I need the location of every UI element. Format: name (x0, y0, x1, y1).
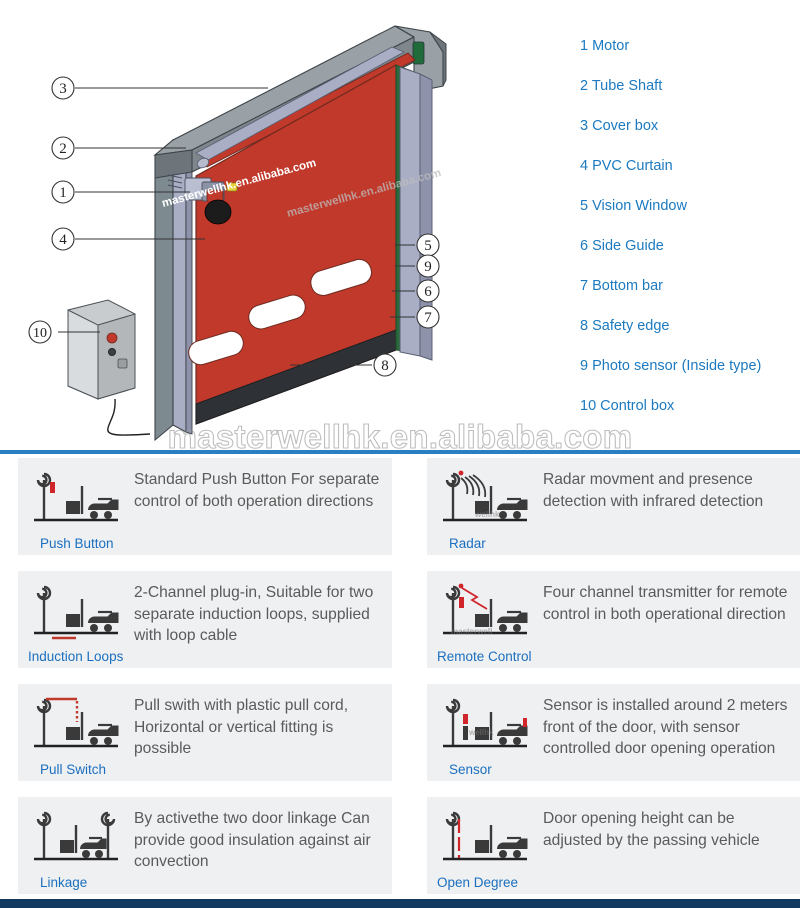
callout-10: 10 (28, 320, 52, 344)
feature-card-open-degree[interactable]: Open Degree Door opening height can be a… (427, 797, 800, 894)
cover-box-left-end (154, 149, 193, 179)
left-frame-face (154, 138, 174, 442)
legend-item-7: 7 Bottom bar (580, 277, 664, 294)
svg-text:8: 8 (381, 358, 389, 374)
induction-loops-icon (34, 585, 119, 640)
tube-shaft-end (196, 157, 210, 169)
top-section: 3 2 1 4 10 5 9 6 (0, 0, 800, 450)
card-desc-linkage: By activethe two door linkage Can provid… (134, 810, 371, 870)
feature-card-remote-control[interactable]: masterwell Remote Control Four channel t… (427, 571, 800, 668)
card-row-2: Induction Loops 2-Channel plug-in, Suita… (0, 571, 800, 684)
legend-item-9: 9 Photo sensor (Inside type) (580, 357, 762, 374)
legend-item-4: 4 PVC Curtain (580, 157, 673, 174)
callout-8: 8 (373, 353, 397, 377)
divider-bottom (0, 899, 800, 908)
legend-item-1: 1 Motor (580, 37, 630, 54)
svg-text:3: 3 (59, 81, 67, 97)
radar-icon (443, 470, 528, 522)
pull-switch-icon (34, 697, 119, 748)
push-button-icon-wrap: Push Button (18, 458, 130, 555)
legend-item-6: 6 Side Guide (580, 237, 664, 254)
callout-1: 1 (51, 180, 75, 204)
card-desc-pull-switch: Pull swith with plastic pull cord, Horiz… (134, 697, 349, 757)
legend-item-5: 5 Vision Window (580, 197, 687, 214)
svg-text:1: 1 (59, 185, 67, 201)
callout-7: 7 (416, 305, 440, 329)
card-desc-push-button: Standard Push Button For separate contro… (134, 471, 380, 510)
legend-item-10: 10 Control box (580, 397, 675, 414)
svg-text:2: 2 (59, 141, 67, 157)
callout-3: 3 (51, 76, 75, 100)
callout-6: 6 (416, 279, 440, 303)
card-label-radar: Radar (449, 536, 486, 551)
card-desc-remote-control: Four channel transmitter for remote cont… (543, 584, 788, 623)
remote-control-icon (443, 583, 528, 635)
feature-card-induction-loops[interactable]: Induction Loops 2-Channel plug-in, Suita… (18, 571, 392, 668)
feature-cards-grid: Push Button Standard Push Button For sep… (0, 458, 800, 899)
divider-top (0, 450, 800, 454)
card-desc-open-degree: Door opening height can be adjusted by t… (543, 810, 760, 849)
callout-4: 4 (51, 227, 75, 251)
pull-switch-icon-wrap: Pull Switch (18, 684, 130, 781)
tube-shaft-bracket (195, 46, 406, 161)
legend-item-3: 3 Cover box (580, 117, 659, 134)
cover-box-cap-side (429, 31, 447, 87)
control-box (67, 299, 151, 436)
remote-control-icon-wrap: masterwell Remote Control (427, 571, 539, 668)
feature-card-push-button[interactable]: Push Button Standard Push Button For sep… (18, 458, 392, 555)
svg-text:9: 9 (424, 259, 432, 275)
card-desc-radar: Radar movment and presence detection wit… (543, 471, 764, 510)
card-label-linkage: Linkage (40, 875, 88, 890)
linkage-icon-wrap: Linkage (18, 797, 130, 894)
card-desc-sensor: Sensor is installed around 2 meters fron… (543, 697, 788, 757)
roller-door-illustration: 3 2 1 4 10 5 9 6 (28, 25, 447, 442)
linkage-icon (34, 811, 118, 861)
callout-leader-lines (58, 87, 415, 366)
legend-item-8: 8 Safety edge (580, 317, 670, 334)
parts-legend: 1 Motor 2 Tube Shaft 3 Cover box 4 PVC C… (580, 26, 800, 426)
vision-window-middle (248, 294, 306, 330)
vision-window-bottom (188, 330, 244, 366)
feature-card-sensor[interactable]: wellhk Sensor Sensor is installed around… (427, 684, 800, 781)
roller-door-diagram: 3 2 1 4 10 5 9 6 (0, 0, 570, 450)
card-label-open-degree: Open Degree (437, 875, 519, 890)
card-desc-induction-loops: 2-Channel plug-in, Suitable for two sepa… (134, 584, 374, 644)
open-degree-icon-wrap: Open Degree (427, 797, 539, 894)
feature-card-radar[interactable]: wellhk Radar Radar movment and presence … (427, 458, 800, 555)
svg-text:4: 4 (59, 232, 67, 248)
card-row-4: Linkage By activethe two door linkage Ca… (0, 797, 800, 908)
callout-markers: 3 2 1 4 10 5 9 6 (28, 76, 440, 377)
card-label-sensor: Sensor (449, 762, 492, 777)
card-label-push-button: Push Button (40, 536, 114, 551)
sensor-icon (443, 698, 528, 748)
card-label-pull-switch: Pull Switch (40, 762, 107, 777)
radar-icon-wrap: wellhk Radar (427, 458, 539, 555)
callout-9: 9 (416, 254, 440, 278)
callout-5: 5 (416, 233, 440, 257)
left-side-guide (172, 139, 187, 433)
svg-text:5: 5 (424, 238, 432, 254)
card-label-remote-control: Remote Control (437, 649, 532, 664)
feature-card-linkage[interactable]: Linkage By activethe two door linkage Ca… (18, 797, 392, 894)
feature-card-pull-switch[interactable]: Pull Switch Pull swith with plastic pull… (18, 684, 392, 781)
motor-assembly (167, 174, 238, 225)
open-degree-icon (443, 811, 528, 861)
sensor-icon-wrap: wellhk Sensor (427, 684, 539, 781)
callout-2: 2 (51, 136, 75, 160)
right-side-guide (399, 66, 421, 357)
svg-text:6: 6 (424, 284, 432, 300)
card-row-3: Pull Switch Pull swith with plastic pull… (0, 684, 800, 797)
motor-end-plate (412, 41, 425, 65)
legend-item-2: 2 Tube Shaft (580, 77, 663, 94)
induction-loops-icon-wrap: Induction Loops (18, 571, 130, 668)
svg-text:7: 7 (424, 310, 432, 326)
svg-text:10: 10 (33, 326, 47, 341)
card-row-1: Push Button Standard Push Button For sep… (0, 458, 800, 571)
vision-window-top (310, 258, 372, 297)
card-label-induction-loops: Induction Loops (28, 649, 124, 664)
push-button-icon (34, 472, 119, 522)
